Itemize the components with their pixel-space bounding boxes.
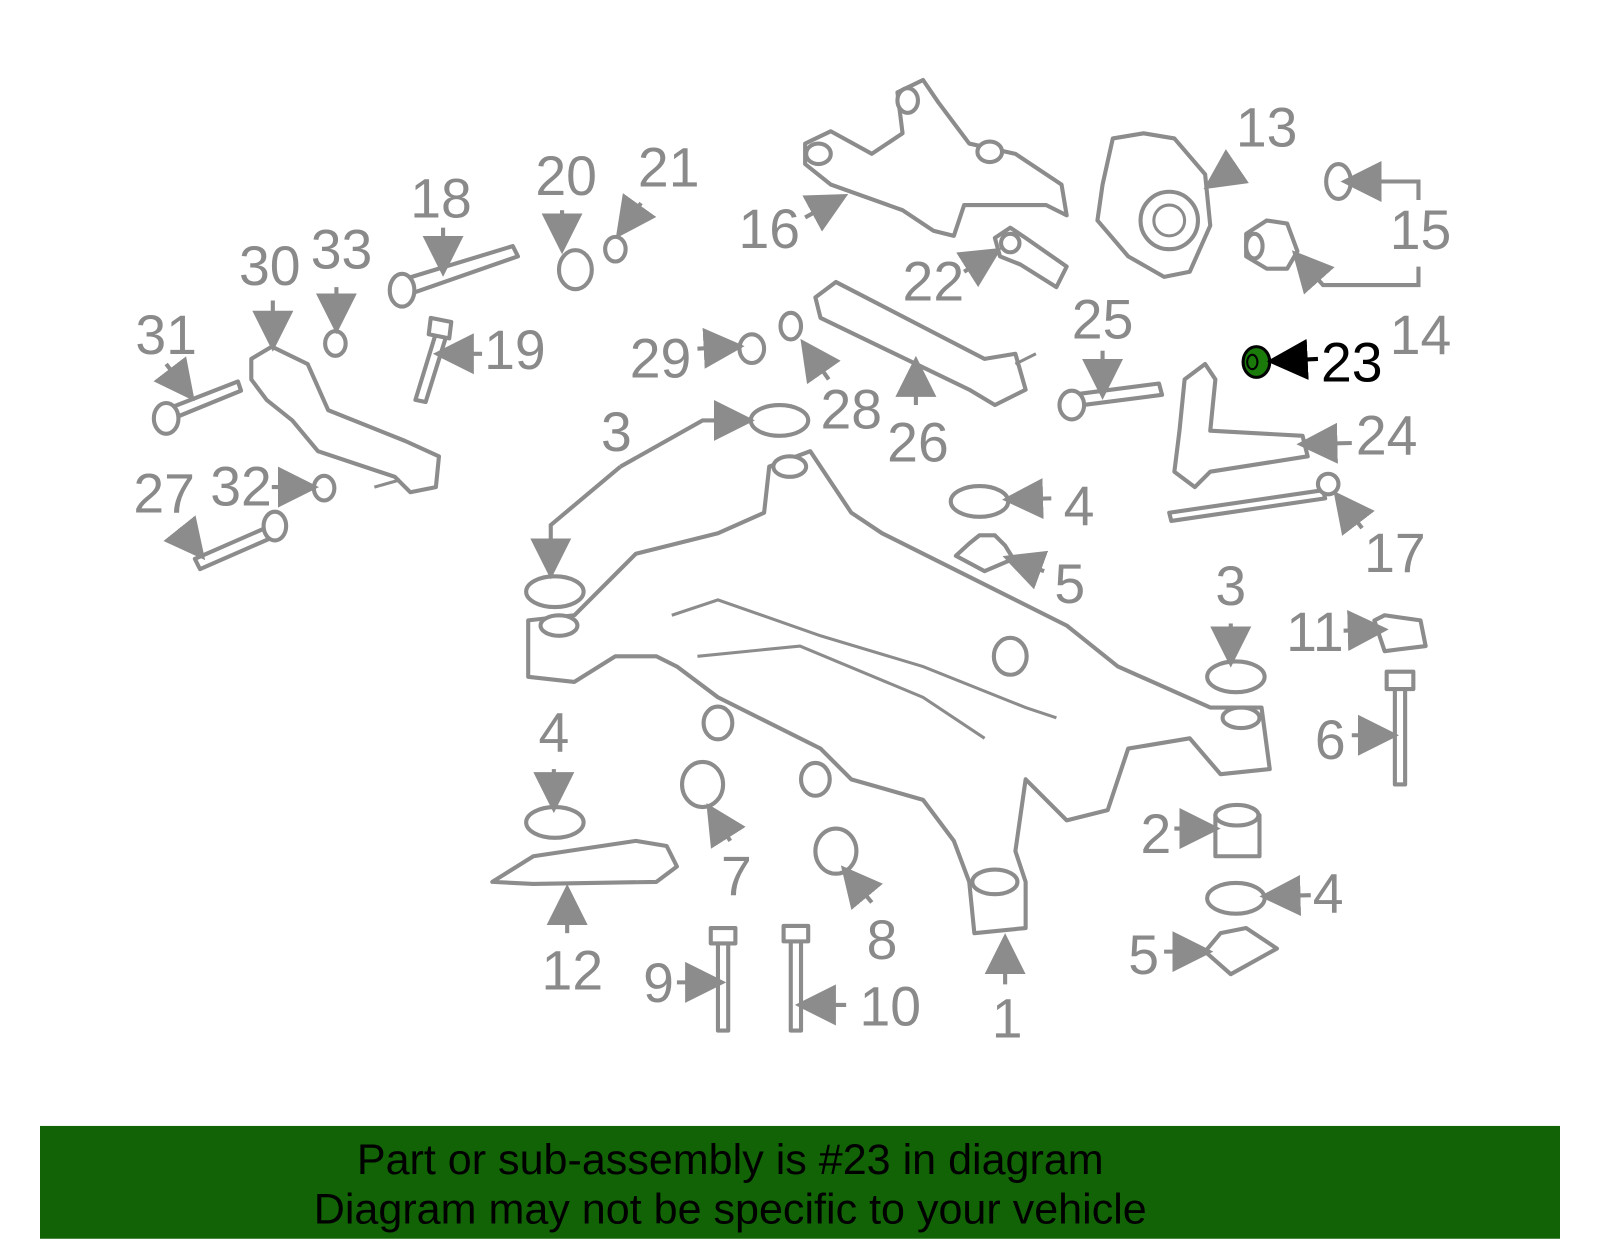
callout-17: 17: [1364, 522, 1426, 584]
info-banner: Part or sub-assembly is #23 in diagram D…: [40, 1125, 1560, 1239]
callout-3-left: 3: [601, 401, 632, 463]
callout-32: 32: [210, 456, 272, 518]
callout-3-right: 3: [1215, 555, 1246, 617]
callout-20: 20: [535, 145, 597, 207]
callout-30: 30: [239, 235, 301, 297]
callout-29: 29: [630, 327, 692, 389]
callout-10: 10: [859, 975, 921, 1037]
banner-background: [40, 1125, 1560, 1239]
callout-4-lower: 4: [1313, 863, 1344, 925]
callout-27: 27: [133, 463, 195, 525]
callout-4-upper: 4: [1064, 475, 1095, 537]
part-23-nut-highlighted[interactable]: [1241, 345, 1272, 379]
callout-5-upper: 5: [1054, 553, 1085, 615]
callout-18: 18: [410, 167, 472, 229]
callout-5-lower: 5: [1128, 924, 1159, 986]
callout-1: 1: [992, 988, 1023, 1050]
callout-21: 21: [638, 137, 700, 199]
callout-19: 19: [484, 319, 546, 381]
callout-22: 22: [903, 250, 965, 312]
callout-26: 26: [887, 411, 949, 473]
callout-33: 33: [311, 219, 373, 281]
callout-31: 31: [135, 304, 197, 366]
rear-subframe: [526, 449, 1272, 936]
callout-24: 24: [1356, 404, 1418, 466]
callout-4-left: 4: [538, 702, 569, 764]
callout-16: 16: [738, 198, 800, 260]
callout-15: 15: [1390, 199, 1452, 261]
callout-2: 2: [1141, 803, 1172, 865]
banner-line-1: Part or sub-assembly is #23 in diagram: [357, 1136, 1104, 1184]
banner-line-2: Diagram may not be specific to your vehi…: [314, 1185, 1147, 1233]
callout-25: 25: [1072, 288, 1134, 350]
callout-7: 7: [721, 845, 752, 907]
callout-6: 6: [1315, 709, 1346, 771]
callout-14: 14: [1390, 304, 1452, 366]
callout-labels: 13 15 14 23 16 22 20 21 18 30 33 31 19 2…: [133, 97, 1451, 1050]
callout-8: 8: [867, 909, 898, 971]
callout-23[interactable]: 23: [1321, 331, 1383, 393]
callout-12: 12: [542, 940, 604, 1002]
callout-9: 9: [643, 952, 674, 1014]
callout-13: 13: [1236, 97, 1298, 159]
callout-11: 11: [1286, 601, 1343, 663]
callout-28: 28: [821, 379, 883, 441]
leader-arrows: [153, 149, 1421, 1026]
